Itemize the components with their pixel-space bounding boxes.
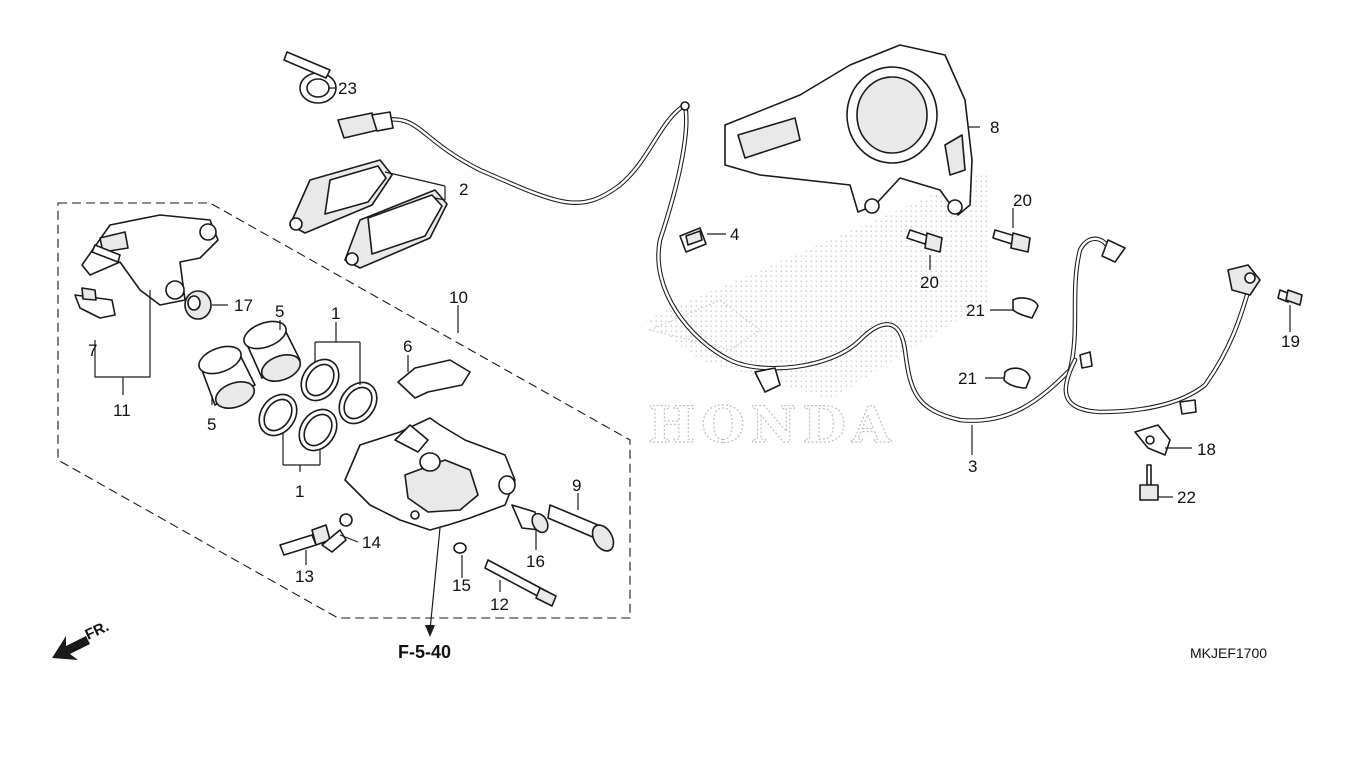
caliper-bracket-part-11 xyxy=(81,214,219,306)
watermark-text: HONDA xyxy=(648,395,897,454)
cable-tie-part-23 xyxy=(283,51,337,104)
callout-13: 13 xyxy=(295,567,314,586)
callout-7: 7 xyxy=(88,341,97,360)
brake-pads-part-2 xyxy=(289,159,448,269)
callout-14: 14 xyxy=(362,533,381,552)
callout-21-b: 21 xyxy=(958,369,977,388)
callout-2: 2 xyxy=(459,180,468,199)
bolt-part-19 xyxy=(1277,289,1303,306)
callout-20-a: 20 xyxy=(1013,191,1032,210)
diagram-reference-code: MKJEF1700 xyxy=(1190,645,1267,661)
slide-pin-part-16 xyxy=(511,504,549,534)
bleeder-part-13 xyxy=(279,524,331,556)
bolt-part-22 xyxy=(1139,464,1159,501)
clamp-part-21-b xyxy=(1003,367,1031,389)
callout-9: 9 xyxy=(572,476,581,495)
caliper-body xyxy=(344,417,516,531)
callout-12: 12 xyxy=(490,595,509,614)
callout-22: 22 xyxy=(1177,488,1196,507)
leader-lines xyxy=(94,87,1291,637)
pad-spring-part-6 xyxy=(397,359,471,399)
wheel-speed-sensor-cable xyxy=(382,101,1253,423)
piston-seals-part-1 xyxy=(258,358,378,452)
pin-bolt-part-9 xyxy=(547,504,615,552)
pad-pin-part-12 xyxy=(484,559,557,607)
clamp-part-21-a xyxy=(1012,297,1039,319)
callout-17: 17 xyxy=(234,296,253,315)
page-reference-link[interactable]: F-5-40 xyxy=(398,642,451,662)
callout-19: 19 xyxy=(1281,332,1300,351)
caliper-bracket-part-8 xyxy=(724,44,973,216)
callout-15: 15 xyxy=(452,576,471,595)
callout-3: 3 xyxy=(968,457,977,476)
callout-4: 4 xyxy=(730,225,739,244)
caliper-assembly-boundary xyxy=(57,202,631,619)
callout-23: 23 xyxy=(338,79,357,98)
callout-5-b: 5 xyxy=(207,415,216,434)
boot-part-17 xyxy=(184,290,212,320)
bolt-part-20-b xyxy=(992,229,1031,253)
piston-part-5-b xyxy=(198,345,256,409)
callout-8: 8 xyxy=(990,118,999,137)
callout-21-a: 21 xyxy=(966,301,985,320)
washer-part-15 xyxy=(453,542,467,554)
callout-11: 11 xyxy=(113,401,131,420)
callout-5-a: 5 xyxy=(275,302,284,321)
callout-18: 18 xyxy=(1197,440,1216,459)
bolt-part-20-a xyxy=(906,229,943,253)
piston-part-5-a xyxy=(243,320,302,382)
callout-6: 6 xyxy=(403,337,412,356)
callout-10: 10 xyxy=(449,288,468,307)
front-label: FR. xyxy=(83,618,112,644)
front-direction-arrow: FR. xyxy=(52,618,112,660)
clip-part-4 xyxy=(679,227,707,253)
cable-guide-part-18 xyxy=(1134,424,1171,456)
callout-1-a: 1 xyxy=(331,304,340,323)
callout-16: 16 xyxy=(526,552,545,571)
wheel-speed-sensor xyxy=(1227,264,1261,296)
callout-20-b: 20 xyxy=(920,273,939,292)
pad-retainer-part-7 xyxy=(74,287,116,319)
callout-1-b: 1 xyxy=(295,482,304,501)
sensor-connector xyxy=(337,111,394,139)
